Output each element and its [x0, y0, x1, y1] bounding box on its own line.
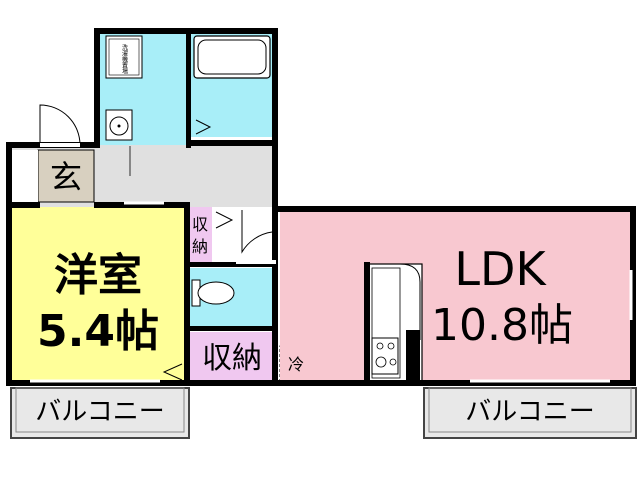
fridge-label: 冷: [288, 355, 304, 374]
windows: [30, 201, 634, 384]
washer-spot: [105, 35, 143, 79]
ldk-size: 10.8帖: [431, 300, 573, 351]
doors: [39, 104, 276, 264]
washer-label: 洗濯機置場: [121, 43, 128, 75]
balcony-left-label: バルコニー: [35, 397, 164, 427]
balcony-right-label: バルコニー: [465, 397, 594, 427]
western-room-size: 5.4帖: [37, 306, 159, 357]
stove: [371, 337, 399, 375]
balcony-right: [423, 387, 637, 439]
closet-small-line1: 収: [192, 215, 208, 234]
entrance-label: 玄: [50, 158, 82, 196]
closet-large-label: 収納: [202, 341, 262, 376]
ldk-name: LDK: [454, 242, 547, 296]
closet-large: [188, 332, 276, 382]
ldk-room: [280, 210, 632, 382]
closet-small-line2: 納: [192, 237, 208, 256]
western-room-name: 洋室: [54, 250, 142, 301]
closet-small: [188, 207, 212, 263]
toilet: [197, 281, 235, 305]
bathtub: [193, 35, 271, 79]
balcony-left: [10, 387, 190, 439]
western-room: [10, 207, 186, 382]
